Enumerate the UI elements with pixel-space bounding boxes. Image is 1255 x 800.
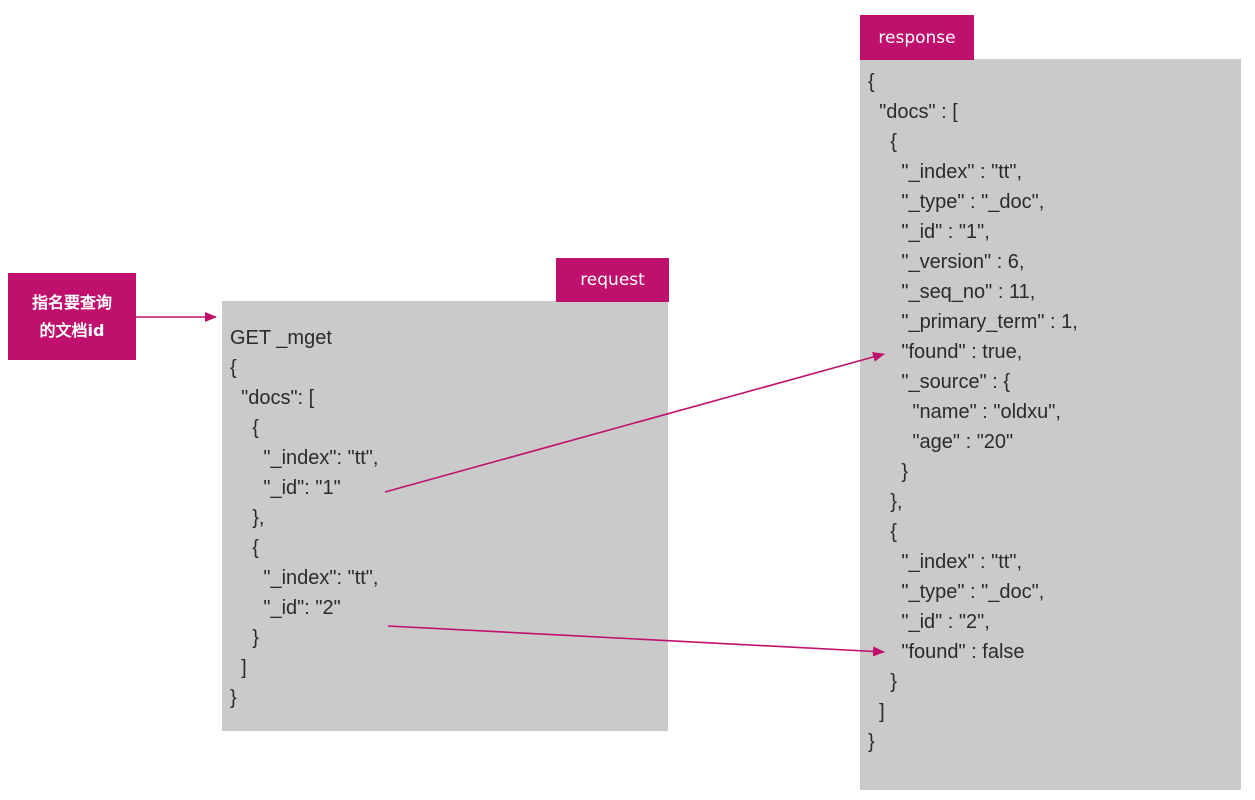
request-tag-label: request [580,270,645,290]
request-code-line: "docs": [ [230,387,315,409]
request-code-line: ] [230,657,247,679]
response-code: { "docs" : [ { "_index" : "tt", "_type" … [868,67,1078,757]
query-id-label-line-2: 的文档id [39,320,105,340]
request-code-line: "_id": "2" [230,597,341,619]
response-code-line: "_type" : "_doc", [868,191,1045,213]
response-code-line: "_seq_no" : 11, [868,281,1036,303]
query-id-label-line-1: 指名要查询 [31,292,112,312]
response-code-box: { "docs" : [ { "_index" : "tt", "_type" … [860,59,1241,790]
request-code-line: { [230,357,237,379]
response-code-line: { [868,521,897,543]
response-code-line: "_index" : "tt", [868,161,1023,183]
response-code-line: "found" : false [868,641,1025,663]
request-code-line: "_index": "tt", [230,447,379,469]
response-code-line: "_source" : { [868,371,1011,393]
response-code-line: } [868,731,875,753]
response-code-line: "_type" : "_doc", [868,581,1045,603]
request-code-line: { [230,417,259,439]
response-tag-label: response [878,27,956,48]
request-code-box: GET _mget { "docs": [ { "_index": "tt", "… [222,301,668,731]
response-code-line: } [868,461,909,483]
response-code-line: "_id" : "1", [868,221,990,243]
request-code-line: } [230,627,259,649]
response-code-line: } [868,671,897,693]
response-code-line: "name" : "oldxu", [868,401,1061,423]
request-code: GET _mget { "docs": [ { "_index": "tt", "… [230,323,378,713]
request-code-line: "_id": "1" [230,477,341,499]
request-code-line: GET _mget [230,327,332,349]
response-code-line: "docs" : [ [868,101,958,123]
request-tag: request [556,258,669,302]
response-code-line: "_id" : "2", [868,611,990,633]
request-code-line: }, [230,507,265,529]
request-code-line: "_index": "tt", [230,567,379,589]
response-code-line: "found" : true, [868,341,1023,363]
response-code-line: "_index" : "tt", [868,551,1023,573]
response-code-line: "_primary_term" : 1, [868,311,1078,333]
response-code-line: "age" : "20" [868,431,1014,453]
response-code-line: "_version" : 6, [868,251,1025,273]
response-code-line: }, [868,491,903,513]
response-code-line: { [868,131,897,153]
response-code-line: ] [868,701,885,723]
request-code-line: } [230,687,237,709]
response-tag: response [860,15,974,60]
request-code-line: { [230,537,259,559]
query-id-label: 指名要查询 的文档id [8,273,136,360]
response-code-line: { [868,71,875,93]
